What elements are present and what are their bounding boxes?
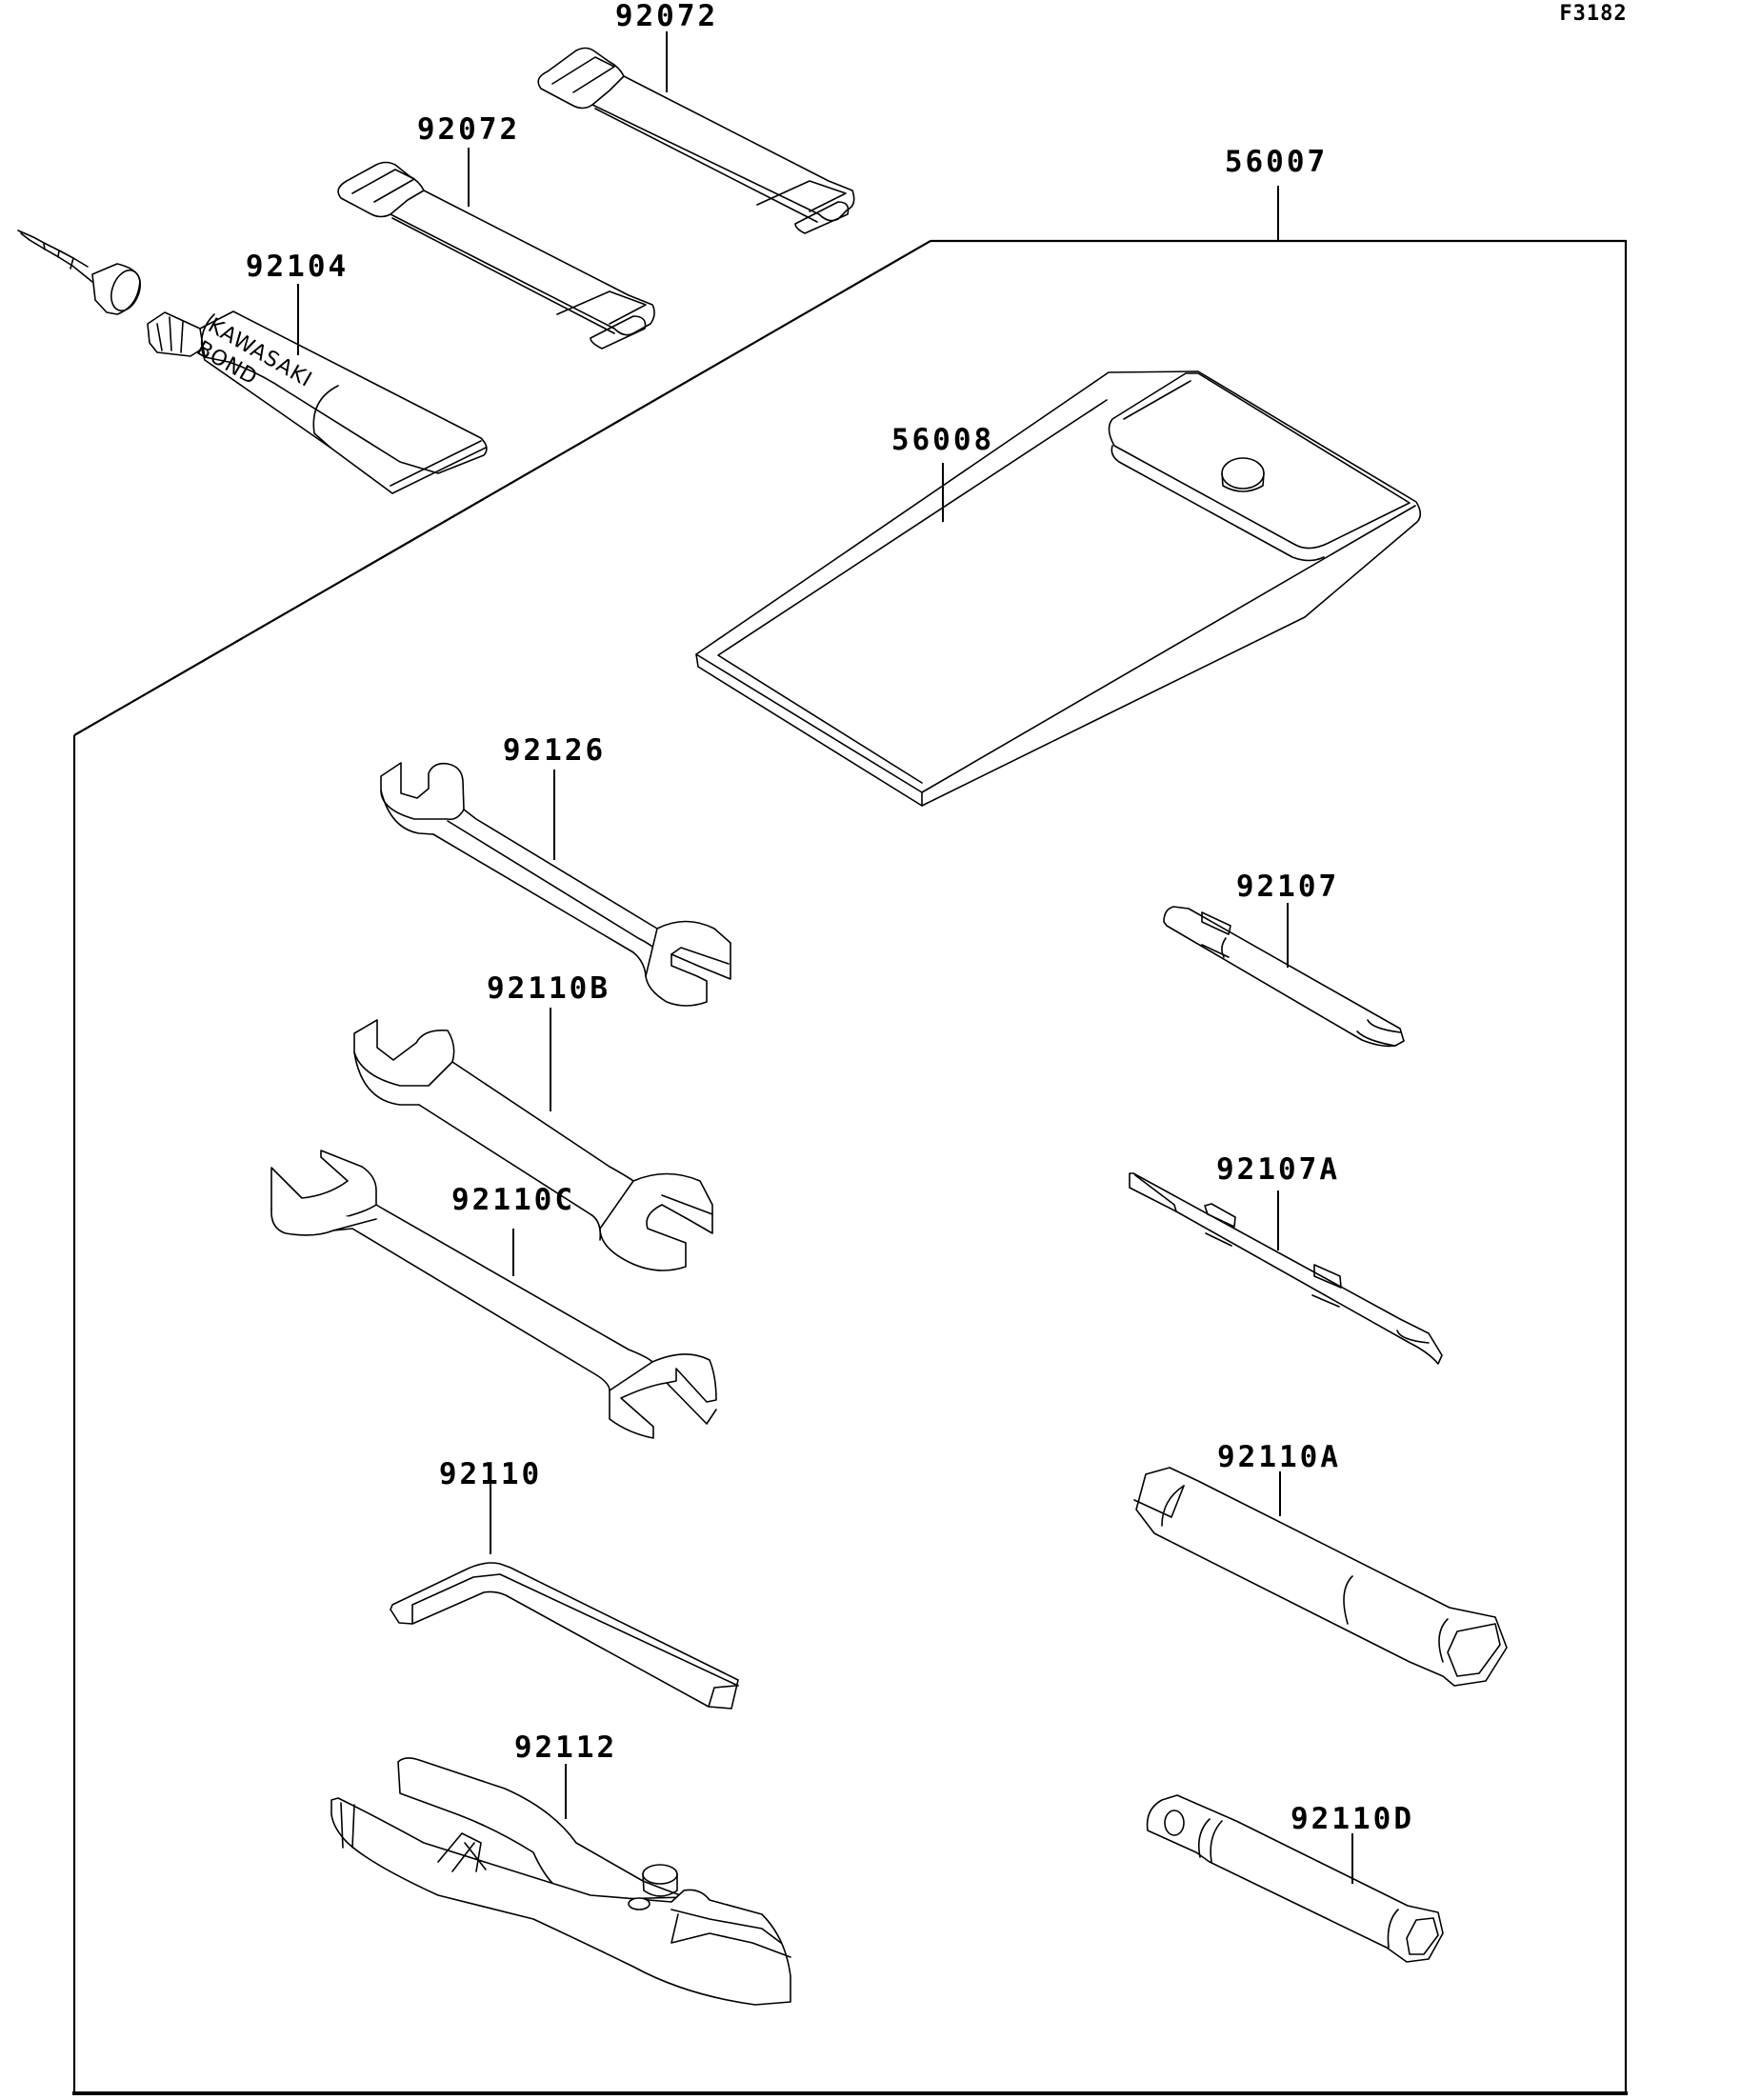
strap-upper[interactable]	[537, 31, 855, 234]
spark-plug-wrench[interactable]	[1133, 1467, 1508, 1687]
wrench-92110b[interactable]	[353, 1008, 713, 1271]
part-label-92107[interactable]: 92107	[1236, 870, 1339, 904]
part-label-92072-upper[interactable]: 92072	[615, 0, 718, 33]
part-label-92104[interactable]: 92104	[246, 250, 349, 284]
part-label-92072-lower[interactable]: 92072	[417, 112, 520, 147]
part-label-56008[interactable]: 56008	[891, 423, 994, 457]
part-label-92110c[interactable]: 92110C	[451, 1183, 575, 1217]
part-label-92110d[interactable]: 92110D	[1291, 1802, 1414, 1836]
box-wrench[interactable]	[1146, 1794, 1444, 1963]
part-label-56007[interactable]: 56007	[1225, 145, 1328, 179]
bond-tube[interactable]: KAWASAKI BOND	[17, 230, 488, 494]
part-label-92112[interactable]: 92112	[514, 1730, 617, 1765]
part-label-92126[interactable]: 92126	[503, 733, 606, 768]
strap-lower[interactable]	[337, 148, 655, 350]
part-label-92107a[interactable]: 92107A	[1216, 1152, 1340, 1187]
screwdriver-bit[interactable]	[1163, 903, 1405, 1048]
part-label-92110a[interactable]: 92110A	[1217, 1440, 1341, 1474]
pliers[interactable]	[330, 1757, 791, 2006]
tool-bag[interactable]	[695, 370, 1422, 807]
hex-key[interactable]	[390, 1484, 739, 1710]
wrench-92110c[interactable]	[270, 1150, 717, 1439]
wrench-92126[interactable]	[380, 762, 731, 1007]
tool-kit-frame	[72, 239, 1628, 2095]
part-label-92110[interactable]: 92110	[439, 1457, 542, 1491]
double-screwdriver[interactable]	[1129, 1172, 1443, 1365]
figure-id: F3182	[1559, 2, 1627, 26]
part-label-92110b[interactable]: 92110B	[487, 971, 610, 1006]
